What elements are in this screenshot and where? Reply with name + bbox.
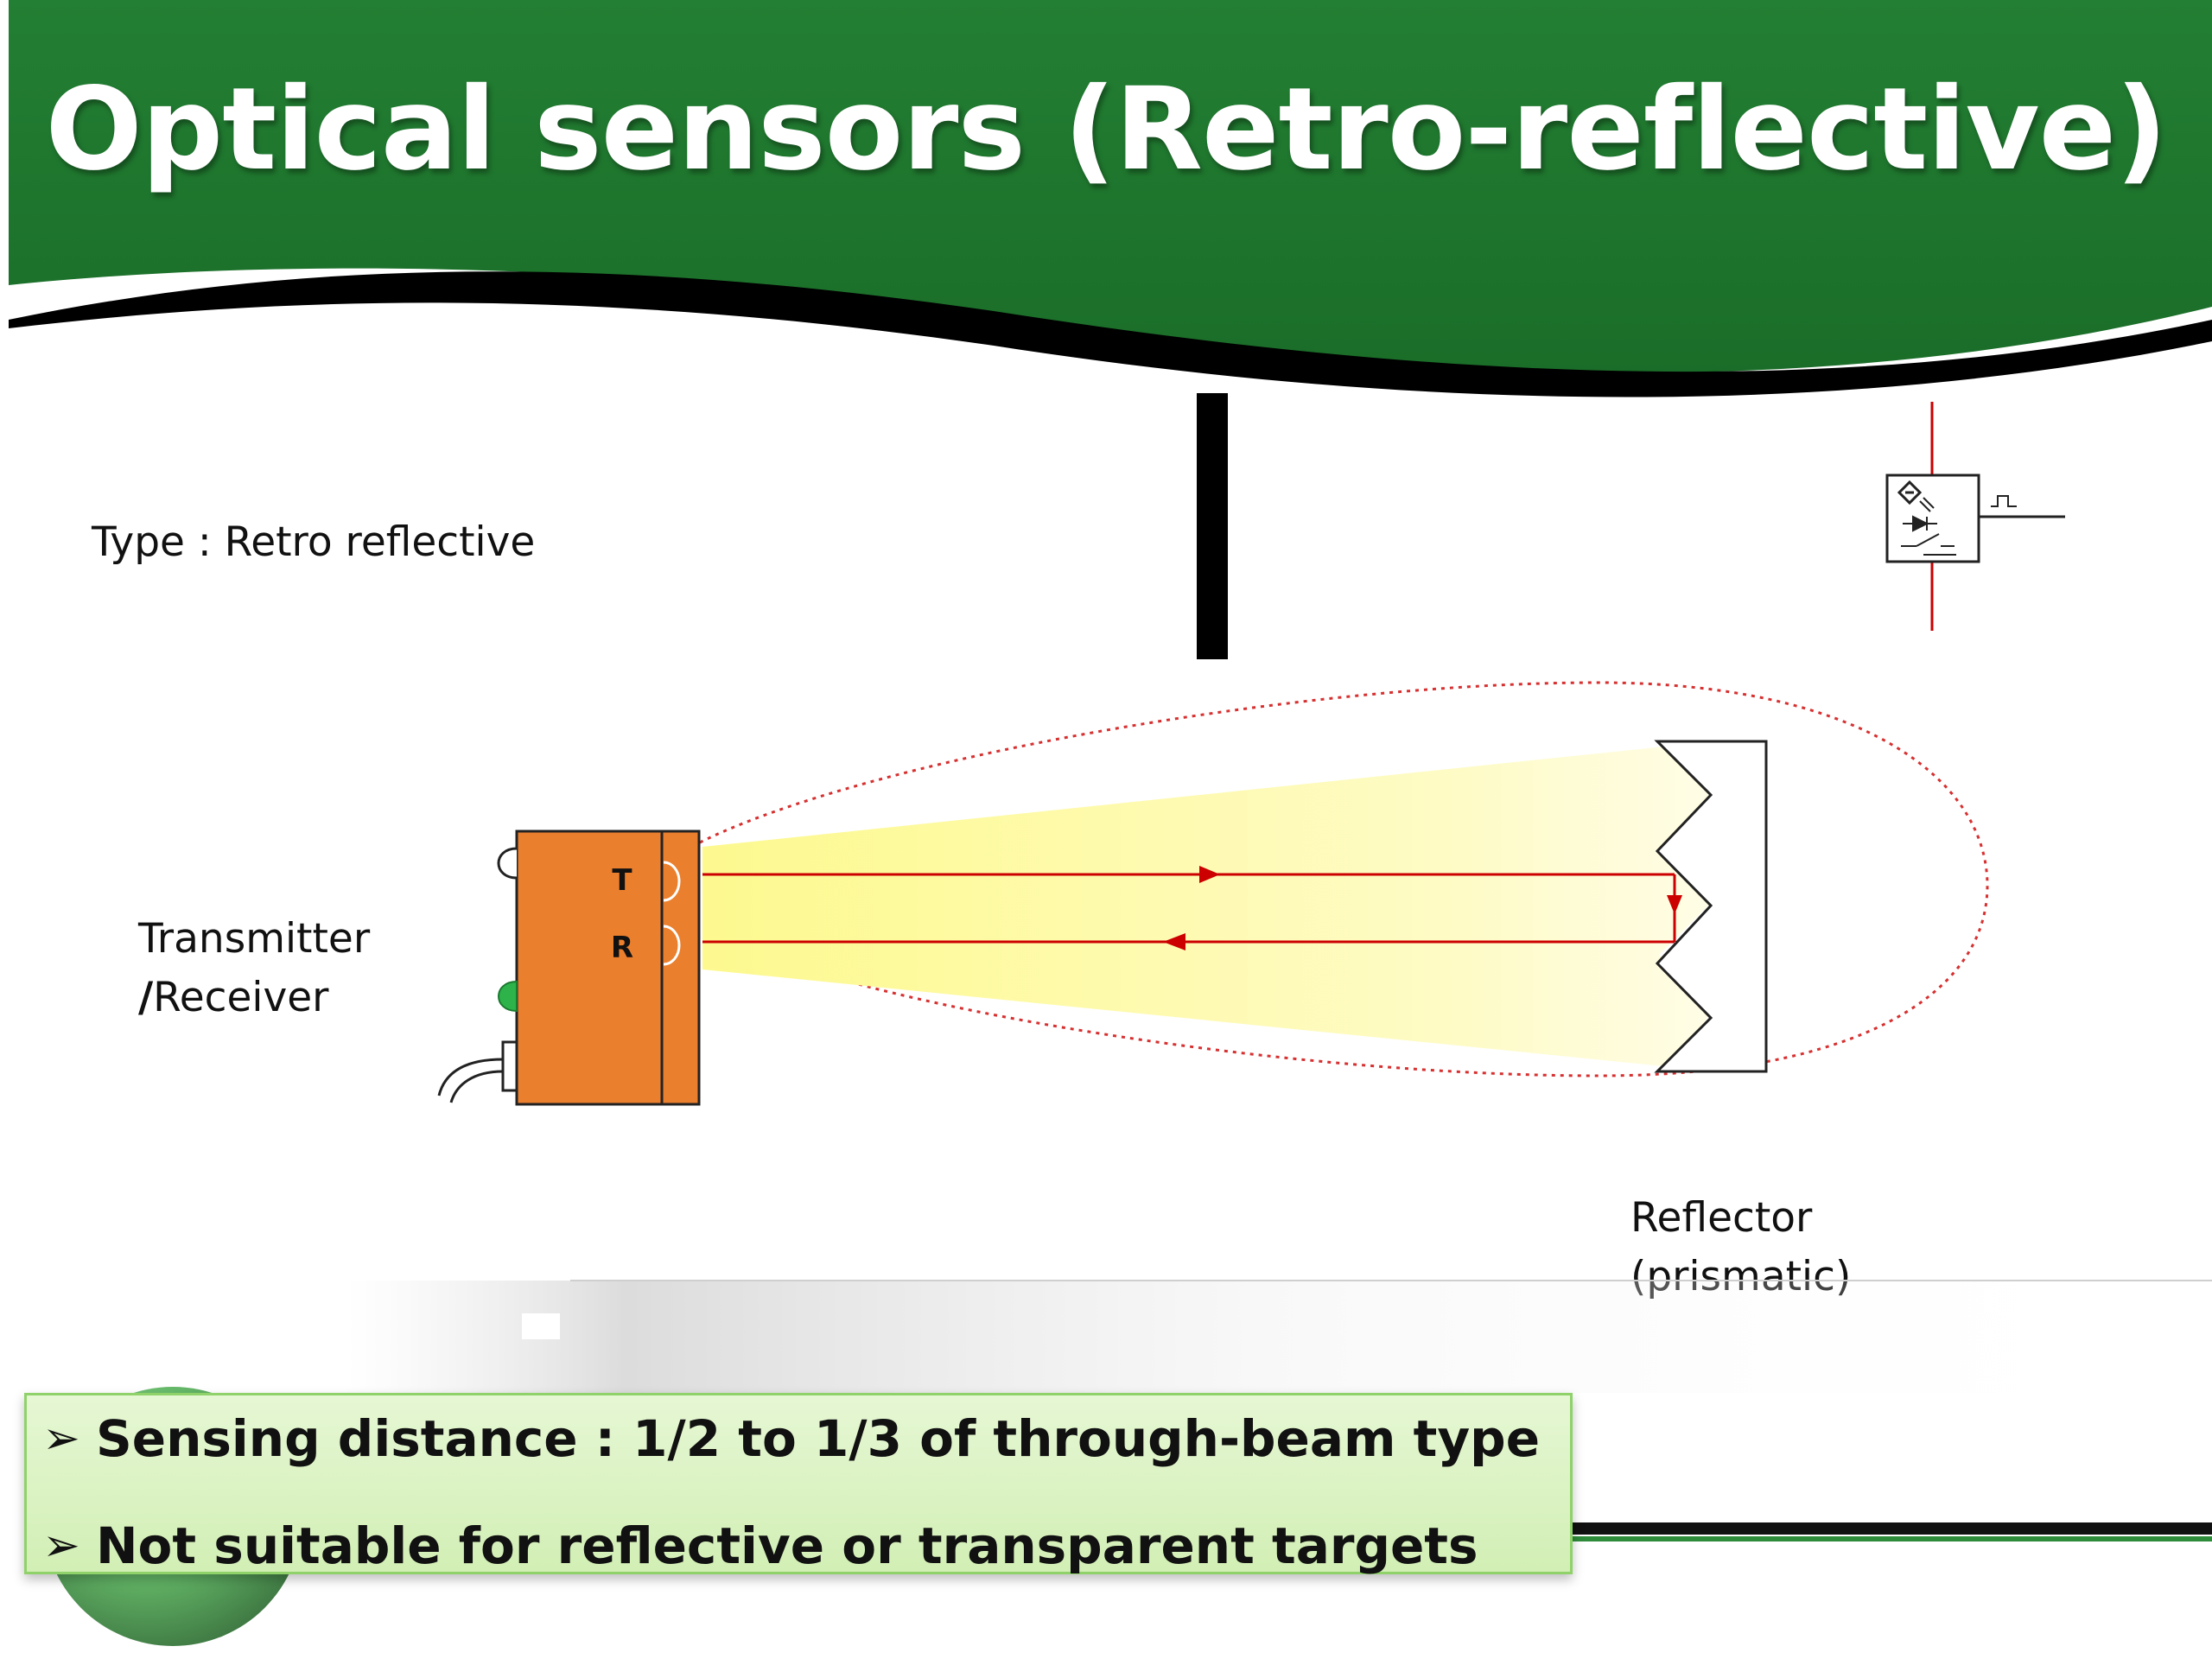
reflector-label-line1: Reflector xyxy=(1630,1194,1813,1242)
schematic-diamond-icon xyxy=(1897,480,1923,505)
header-banner xyxy=(9,0,2212,397)
prismatic-reflector xyxy=(1654,740,1768,1073)
schematic-switch-icon xyxy=(1901,533,1956,556)
divider-bar xyxy=(1197,393,1228,659)
bullet-box: ➢ Sensing distance : 1/2 to 1/3 of throu… xyxy=(24,1393,1573,1575)
sensor-lens-panel xyxy=(660,830,701,1106)
header-black-swoosh xyxy=(9,271,2212,397)
bullet-text: Sensing distance : 1/2 to 1/3 of through… xyxy=(96,1409,1541,1468)
sensor-cable-2 xyxy=(449,1070,504,1103)
header-green-band xyxy=(9,0,2212,373)
white-chip xyxy=(522,1313,560,1339)
indicator-led-icon xyxy=(498,980,518,1013)
arrow-bullet-icon: ➢ xyxy=(42,1413,80,1465)
receiver-label-text: Receiver xyxy=(153,974,329,1021)
retro-reflective-diagram: T R xyxy=(437,393,2065,1106)
sensor-cable xyxy=(437,1058,504,1096)
transmitter-lens-icon xyxy=(663,861,681,902)
transmitter-label-line1: Transmitter xyxy=(138,915,371,963)
reflect-arrowhead xyxy=(1667,895,1682,914)
transmitter-label-slash: / xyxy=(138,974,154,1021)
sensor-top-bump xyxy=(497,847,518,880)
gray-fade-panel xyxy=(346,1281,2212,1393)
cable-connector xyxy=(501,1040,518,1092)
bullet-item: ➢ Not suitable for reflective or transpa… xyxy=(27,1516,1478,1575)
schematic-photodiode-icon xyxy=(1903,497,1937,532)
bullet-text: Not suitable for reflective or transpare… xyxy=(96,1516,1478,1575)
return-arrowhead xyxy=(1163,933,1185,950)
transmit-letter: T xyxy=(612,863,632,898)
bullet-item: ➢ Sensing distance : 1/2 to 1/3 of throu… xyxy=(27,1409,1540,1468)
receive-letter: R xyxy=(611,931,633,965)
bottom-bar-green xyxy=(1573,1536,2212,1541)
receiver-lens-icon xyxy=(663,925,681,966)
transmit-arrowhead xyxy=(1199,866,1220,883)
schematic-sensor-box xyxy=(1885,474,1980,563)
sensor-body xyxy=(515,830,664,1106)
schematic-pulse-icon xyxy=(1991,495,2017,507)
transmitter-label-line2: /Receiver xyxy=(138,969,370,1027)
slide-title: Optical sensors (Retro-reflective) xyxy=(45,63,2168,196)
type-label: Type : Retro reflective xyxy=(92,518,536,566)
detection-zone-outline xyxy=(699,681,1989,1077)
arrow-bullet-icon: ➢ xyxy=(42,1520,80,1572)
light-beam xyxy=(702,745,1711,1068)
bottom-bar-black xyxy=(1573,1522,2212,1535)
transmitter-receiver-label: Transmitter /Receiver xyxy=(138,910,370,1027)
